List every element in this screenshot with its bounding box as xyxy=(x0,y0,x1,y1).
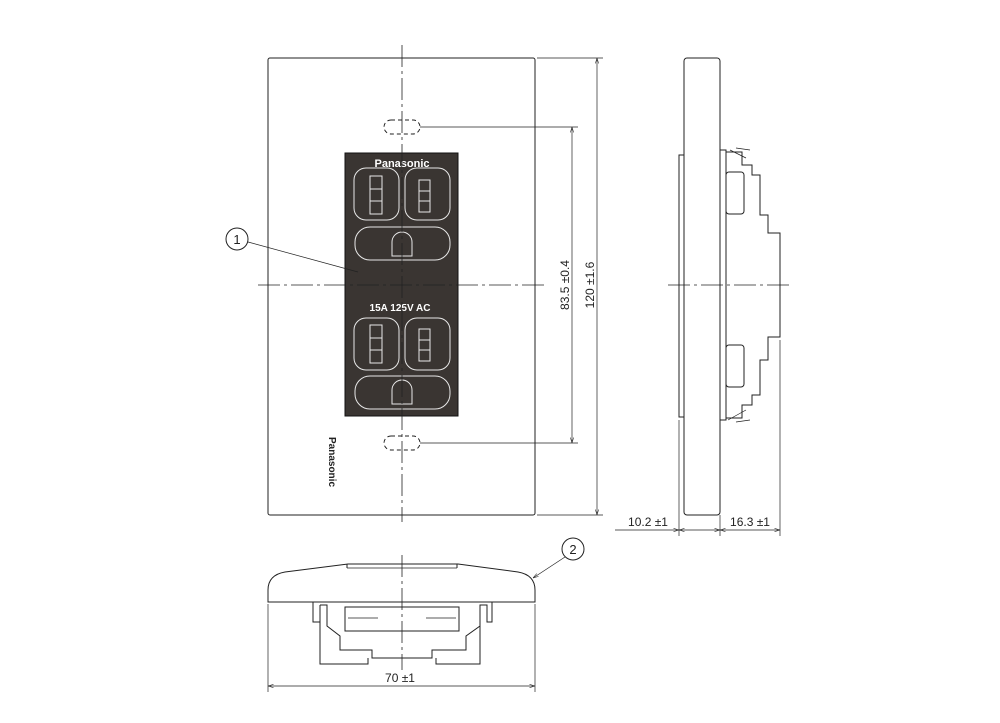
svg-text:1: 1 xyxy=(233,232,240,247)
dim-plate-depth: 10.2 ±1 xyxy=(628,515,668,529)
plate-brand: Panasonic xyxy=(326,437,337,487)
plate-side xyxy=(683,57,721,516)
callout-2: 2 xyxy=(533,537,585,578)
bottom-view: 70 ±1 2 xyxy=(267,537,585,692)
callout-1: 1 xyxy=(225,227,359,273)
dim-mount-spacing: 83.5 ±0.4 xyxy=(558,260,572,310)
outlet-lower xyxy=(353,317,451,410)
svg-text:2: 2 xyxy=(569,542,576,557)
plate-lip xyxy=(678,154,685,418)
side-view: 10.2 ±1 16.3 ±1 xyxy=(615,57,790,536)
plate-bottom xyxy=(267,563,536,603)
receptacle: Panasonic 15A 125V AC xyxy=(344,152,459,417)
dim-plate-width: 70 ±1 xyxy=(385,671,415,685)
outlet-upper xyxy=(353,167,451,261)
front-view: Panasonic 15A 125V AC Panasonic 83.5 ±0.… xyxy=(225,45,603,522)
rating-label: 15A 125V AC xyxy=(370,303,431,314)
dim-body-depth: 16.3 ±1 xyxy=(730,515,770,529)
wall-plate xyxy=(267,57,536,516)
dim-plate-height: 120 ±1.6 xyxy=(583,261,597,308)
